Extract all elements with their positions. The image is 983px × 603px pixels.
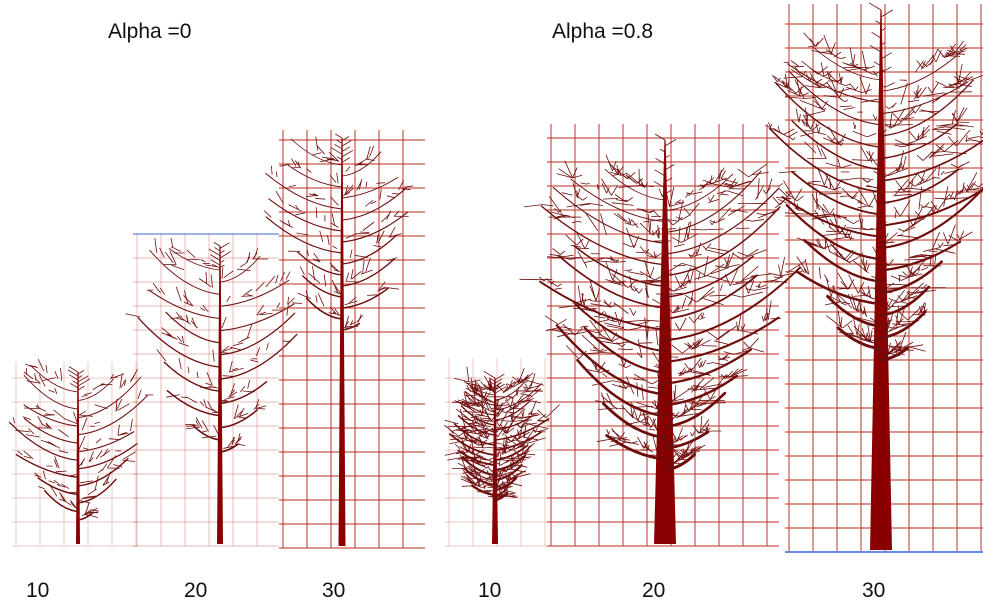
foliage [12, 358, 154, 518]
panel-alpha08-10 [443, 358, 560, 547]
branches [265, 138, 409, 331]
panel-alpha08-30 [765, 2, 983, 553]
panel-label-alpha08-20: 20 [642, 579, 665, 602]
tree [125, 237, 303, 544]
grid-lines [133, 233, 279, 547]
panel-label-alpha08-30: 30 [862, 579, 885, 602]
panel-label-alpha0-10: 10 [26, 579, 49, 602]
trunk [217, 246, 223, 544]
grid-lines [785, 4, 983, 553]
branches [539, 168, 801, 472]
grid-lines [279, 130, 425, 549]
foliage [519, 133, 806, 468]
group-title-alpha-0.8: Alpha =0.8 [552, 20, 653, 43]
trunk [76, 372, 80, 544]
panel-label-alpha0-30: 30 [322, 579, 345, 602]
branches [8, 365, 148, 521]
tree [519, 133, 806, 544]
group-title-alpha-0: Alpha =0 [108, 20, 192, 43]
foliage [765, 2, 983, 358]
trunk [870, 10, 892, 550]
panel-alpha0-10 [8, 358, 154, 547]
branches [137, 248, 298, 453]
tree [263, 133, 414, 546]
foliage [125, 237, 303, 449]
foliage [263, 133, 414, 329]
tree [8, 358, 154, 544]
foliage [443, 366, 560, 499]
panel-alpha0-30 [263, 130, 425, 549]
panel-alpha0-20 [125, 233, 303, 547]
panel-alpha08-20 [519, 124, 806, 547]
trunk [338, 138, 346, 546]
grid-lines [12, 362, 138, 547]
panel-label-alpha0-20: 20 [184, 579, 207, 602]
panel-label-alpha08-10: 10 [478, 579, 501, 602]
tree [443, 366, 560, 544]
tree [765, 2, 983, 550]
